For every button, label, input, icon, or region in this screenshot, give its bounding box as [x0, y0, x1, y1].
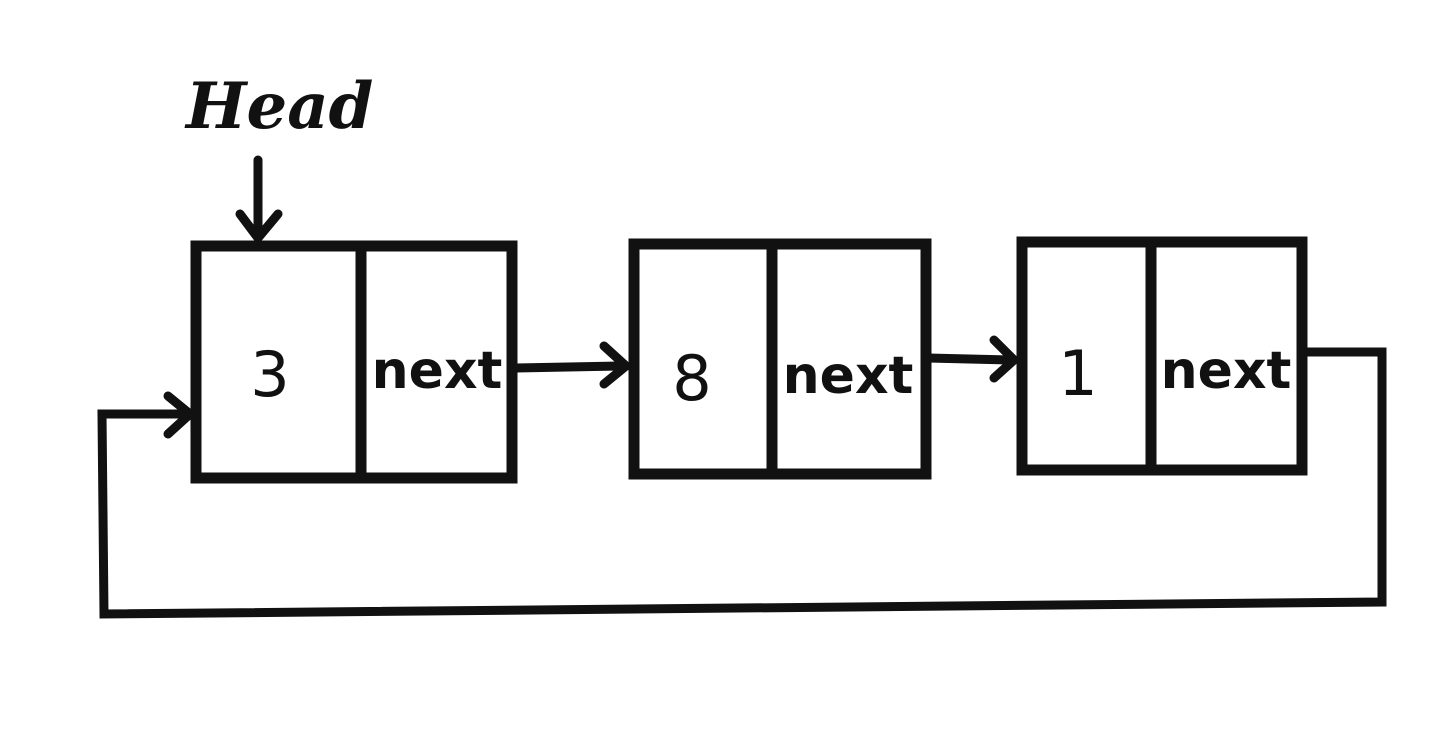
circular-back-link-line [97, 347, 1387, 619]
link-1-to-2-arrowhead [599, 341, 631, 389]
link-1-to-2-line [511, 361, 625, 373]
node-3-value: 1 [1058, 337, 1097, 410]
node-1-value: 3 [250, 338, 289, 411]
node-2-next-label: next [783, 346, 914, 406]
node-2: 8 next [628, 238, 932, 480]
node-1-next-label: next [372, 341, 503, 401]
link-2-to-3-line [923, 353, 1015, 365]
node-3: 1 next [1016, 236, 1308, 476]
head-label: Head [184, 69, 373, 144]
circular-back-link-arrowhead [163, 391, 195, 439]
node-1: 3 next [190, 240, 518, 484]
node-2-value: 8 [672, 342, 711, 415]
node-3-next-label: next [1161, 341, 1292, 401]
head-pointer-arrowhead [235, 209, 283, 243]
link-2-to-3-arrowhead [989, 335, 1019, 383]
node-1-box [190, 240, 518, 484]
